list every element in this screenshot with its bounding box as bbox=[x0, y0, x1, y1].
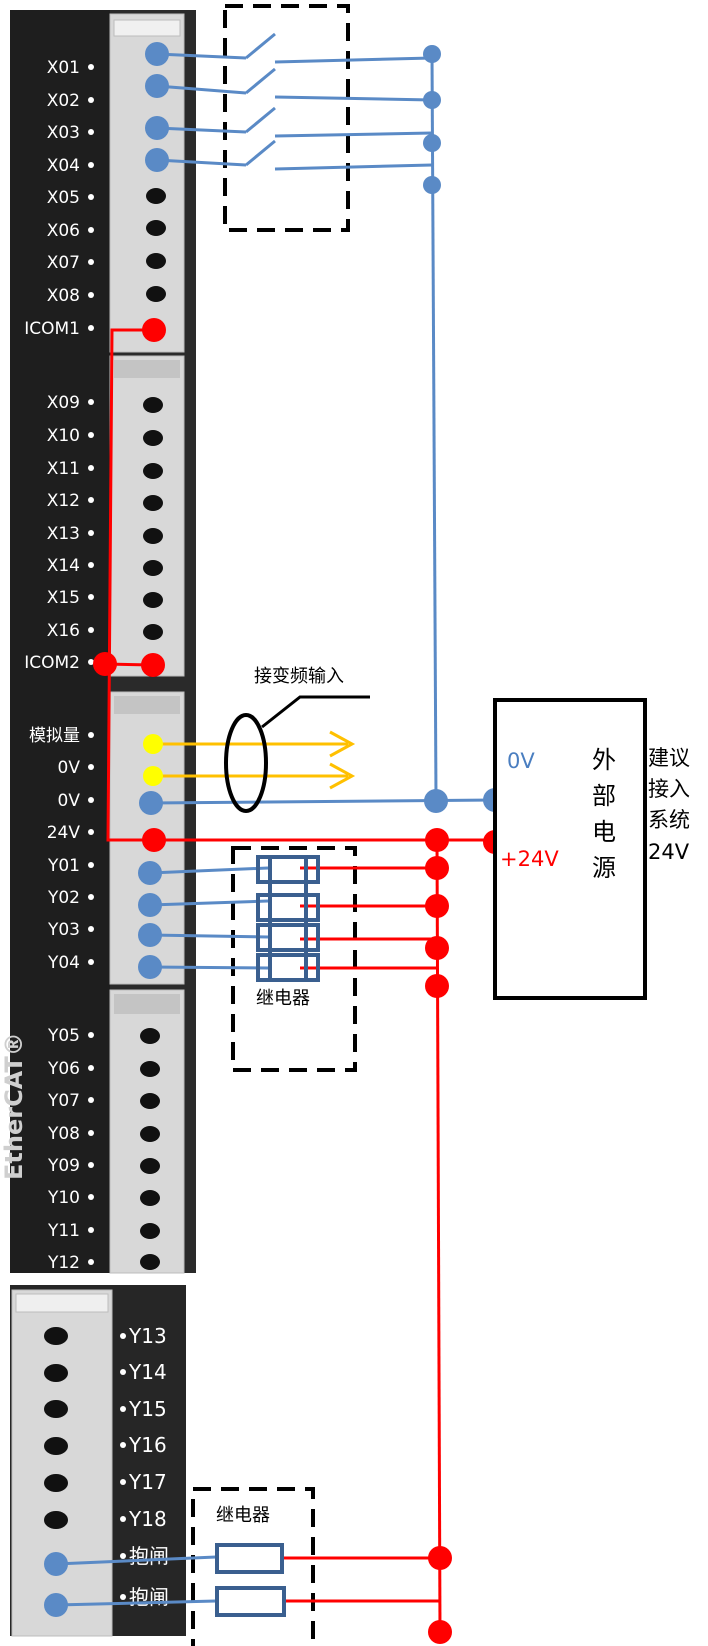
terminal-label-x12: X12 bbox=[47, 491, 80, 511]
upper-labels-group-2: X09 X10 X11 X12 X13 X14 X15 X16 ICOM2 bbox=[24, 393, 80, 673]
terminal-label-x08: X08 bbox=[47, 286, 80, 306]
external-supply-char-2: 部 bbox=[592, 782, 616, 810]
terminal-block-1 bbox=[109, 13, 185, 353]
terminal-label-x16: X16 bbox=[47, 621, 80, 641]
terminal-label-y17: Y17 bbox=[128, 1470, 167, 1494]
relay-label-upper: 继电器 bbox=[256, 988, 310, 1009]
external-supply-char-4: 源 bbox=[592, 854, 616, 882]
terminal-label-x07: X07 bbox=[47, 253, 80, 273]
lower-labels: Y13 Y14 Y15 Y16 Y17 Y18 抱闸 抱闸 bbox=[128, 1324, 169, 1609]
inverter-input-label: 接变频输入 bbox=[254, 666, 344, 687]
external-supply-char-3: 电 bbox=[592, 818, 616, 846]
label-bullets-upper bbox=[88, 64, 94, 1265]
terminal-block-4-cap bbox=[114, 994, 180, 1014]
terminal-label-x06: X06 bbox=[47, 221, 80, 241]
external-supply-text: 外 部 电 源 bbox=[592, 746, 616, 882]
terminal-block-lower bbox=[11, 1289, 113, 1637]
red-terminal-dots bbox=[93, 318, 507, 1644]
external-power-supply-box bbox=[493, 698, 647, 1000]
upper-labels-group-4: Y05 Y06 Y07 Y08 Y09 Y10 Y11 Y12 bbox=[47, 1026, 80, 1273]
terminal-label-y09: Y09 bbox=[47, 1156, 80, 1176]
terminal-label-x09: X09 bbox=[47, 393, 80, 413]
label-bullets-lower bbox=[120, 1333, 126, 1600]
terminal-label-y16: Y16 bbox=[128, 1433, 167, 1457]
terminal-label-0v-b: 0V bbox=[58, 791, 81, 811]
switch-dashed-box bbox=[223, 4, 350, 232]
terminal-label-x03: X03 bbox=[47, 123, 80, 143]
terminal-label-y04: Y04 bbox=[47, 953, 80, 973]
terminal-label-y08: Y08 bbox=[47, 1124, 80, 1144]
terminal-label-x11: X11 bbox=[47, 459, 80, 479]
brand-label: EtherCAT® bbox=[0, 1032, 28, 1180]
terminal-label-0v-a: 0V bbox=[58, 758, 81, 778]
terminal-block-1-cap bbox=[113, 19, 181, 37]
terminal-block-lower-cap bbox=[15, 1293, 109, 1313]
upper-labels-group-3: 模拟量 0V 0V 24V Y01 Y02 Y03 Y04 bbox=[29, 726, 80, 973]
terminal-label-x05: X05 bbox=[47, 188, 80, 208]
recommendation-line-2: 接入 bbox=[648, 777, 690, 801]
terminal-block-3-cap bbox=[114, 696, 180, 714]
recommendation-line-4: 24V bbox=[648, 840, 690, 864]
relay-dashed-box-upper bbox=[231, 846, 357, 1072]
terminal-label-analog: 模拟量 bbox=[29, 726, 80, 746]
terminal-label-y10: Y10 bbox=[47, 1188, 80, 1208]
terminal-label-y18: Y18 bbox=[128, 1507, 167, 1531]
relay-coils-lower bbox=[215, 1543, 286, 1617]
terminal-label-y15: Y15 bbox=[128, 1397, 167, 1421]
terminal-label-icom1: ICOM1 bbox=[24, 319, 80, 339]
recommendation-line-3: 系统 bbox=[648, 808, 690, 832]
upper-labels-group-1: X01 X02 X03 X04 X05 X06 X07 X08 ICOM1 bbox=[24, 58, 80, 339]
supply-0v-label: 0V bbox=[507, 749, 535, 773]
recommendation-text: 建议 接入 系统 24V bbox=[648, 746, 690, 864]
supply-24v-label: +24V bbox=[500, 847, 559, 871]
terminal-label-x14: X14 bbox=[47, 556, 80, 576]
terminal-label-brake-2: 抱闸 bbox=[129, 1585, 169, 1609]
terminal-label-y01: Y01 bbox=[47, 856, 80, 876]
blue-wires bbox=[55, 32, 496, 1607]
terminal-label-y13: Y13 bbox=[128, 1324, 167, 1348]
relay-dashed-box-lower bbox=[191, 1487, 315, 1646]
terminal-holes-lower bbox=[44, 1327, 68, 1529]
terminal-label-x04: X04 bbox=[47, 156, 80, 176]
terminal-label-y02: Y02 bbox=[47, 888, 80, 908]
terminal-label-x02: X02 bbox=[47, 91, 80, 111]
relay-coils-upper bbox=[256, 855, 320, 982]
terminal-label-y05: Y05 bbox=[47, 1026, 80, 1046]
terminal-holes-upper bbox=[140, 188, 166, 1270]
terminal-label-x01: X01 bbox=[47, 58, 80, 78]
relay-label-lower: 继电器 bbox=[216, 1505, 270, 1526]
blue-terminal-dots bbox=[44, 42, 507, 1617]
terminal-label-y03: Y03 bbox=[47, 920, 80, 940]
recommendation-line-1: 建议 bbox=[648, 746, 690, 770]
plc-module-upper-inner bbox=[10, 10, 110, 1273]
terminal-label-icom2: ICOM2 bbox=[24, 653, 80, 673]
terminal-label-x13: X13 bbox=[47, 524, 80, 544]
terminal-label-y14: Y14 bbox=[128, 1360, 167, 1384]
terminal-label-y06: Y06 bbox=[47, 1059, 80, 1079]
terminal-label-x10: X10 bbox=[47, 426, 80, 446]
terminal-label-24v: 24V bbox=[47, 823, 81, 843]
terminal-label-x15: X15 bbox=[47, 588, 80, 608]
analog-input-wires bbox=[143, 695, 370, 813]
terminal-label-y11: Y11 bbox=[47, 1221, 80, 1241]
terminal-label-brake-1: 抱闸 bbox=[129, 1544, 169, 1568]
external-supply-char-1: 外 bbox=[592, 746, 616, 774]
terminal-label-y12: Y12 bbox=[47, 1253, 80, 1273]
terminal-label-y07: Y07 bbox=[47, 1091, 80, 1111]
terminal-block-2-cap bbox=[114, 360, 180, 378]
